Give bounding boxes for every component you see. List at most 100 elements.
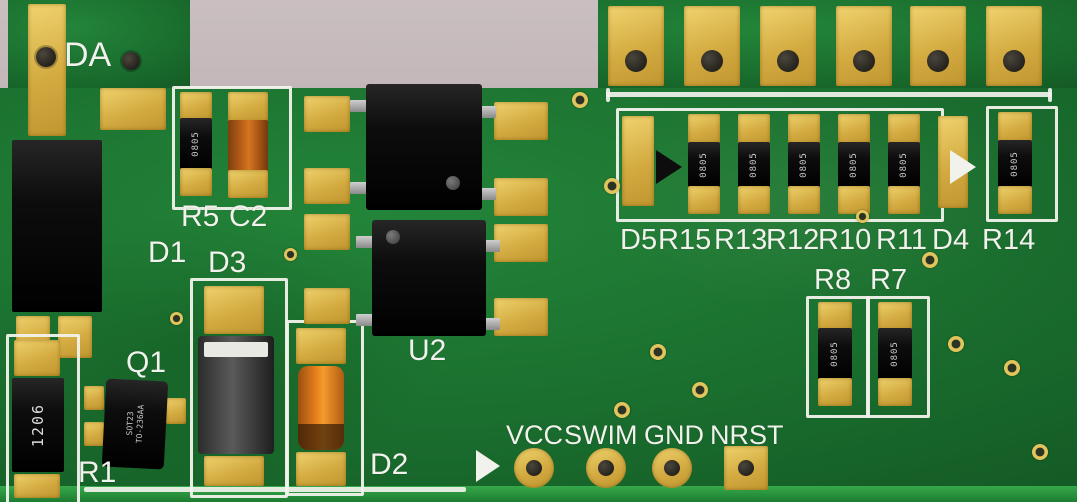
pad <box>838 186 870 214</box>
label-D3: D3 <box>208 246 247 279</box>
label-R10: R10 <box>818 224 872 256</box>
via <box>284 248 297 261</box>
via <box>922 252 938 268</box>
mounting-hole <box>36 47 56 67</box>
pad <box>14 474 60 498</box>
pad <box>204 456 264 486</box>
r15-marking: 0805 <box>699 152 709 178</box>
r13-marking: 0805 <box>749 152 759 178</box>
pad <box>180 92 212 120</box>
pad <box>818 378 852 406</box>
r11-marking: 0805 <box>899 152 909 178</box>
silkscreen-tick <box>1048 88 1052 102</box>
diode-cathode-band <box>204 342 268 357</box>
component-R12-body[interactable]: 0805 <box>788 142 820 188</box>
pad <box>738 186 770 214</box>
via <box>572 92 588 108</box>
component-C2-body[interactable] <box>228 120 268 172</box>
component-R7-body[interactable]: 0805 <box>878 328 912 380</box>
label-R7: R7 <box>870 264 908 296</box>
bottom-edge-highlight <box>84 487 466 492</box>
silkscreen-tick <box>606 88 610 102</box>
component-D4-marker[interactable] <box>950 150 976 184</box>
label-R12: R12 <box>766 224 820 256</box>
via <box>650 344 666 360</box>
pin1-dot <box>386 230 400 244</box>
label-R11: R11 <box>876 224 928 256</box>
r7-marking: 0805 <box>890 341 900 367</box>
pad <box>494 224 548 262</box>
component-R8-body[interactable]: 0805 <box>818 328 852 380</box>
pad <box>28 4 66 136</box>
mounting-hole <box>122 52 140 70</box>
pad-vcc <box>514 448 554 488</box>
silkscreen-box-R5C2 <box>172 86 292 210</box>
r10-marking: 0805 <box>849 152 859 178</box>
component-R5-body[interactable]: 0805 <box>180 118 212 170</box>
component-lead <box>482 240 500 252</box>
label-D2: D2 <box>370 448 409 481</box>
pad <box>304 168 350 204</box>
capacitor-band <box>298 424 344 450</box>
component-D2-body[interactable] <box>298 366 344 450</box>
pad <box>296 452 346 486</box>
component-R11-body[interactable]: 0805 <box>888 142 920 188</box>
pad <box>888 114 920 144</box>
pad <box>688 186 720 214</box>
label-D5: D5 <box>620 224 658 256</box>
label-U2: U2 <box>408 334 447 367</box>
component-R1-body[interactable]: 1206 <box>12 378 64 472</box>
q1-marking-line2: TO-236AA <box>134 404 146 444</box>
component-D1-body[interactable] <box>12 140 102 312</box>
label-D4: D4 <box>932 224 970 256</box>
component-R13-body[interactable]: 0805 <box>738 142 770 188</box>
component-lead <box>350 182 368 194</box>
pad <box>998 186 1032 214</box>
pad <box>738 114 770 144</box>
pad <box>494 298 548 336</box>
pad <box>608 6 664 86</box>
via <box>604 178 620 194</box>
label-R1: R1 <box>78 456 117 489</box>
label-Q1: Q1 <box>126 346 167 379</box>
via <box>170 312 183 325</box>
pad <box>788 114 820 144</box>
label-R8: R8 <box>814 264 852 296</box>
component-R15-body[interactable]: 0805 <box>688 142 720 188</box>
pad <box>888 186 920 214</box>
r5-marking: 0805 <box>191 131 201 157</box>
pad <box>998 112 1032 142</box>
via <box>614 402 630 418</box>
silkscreen-box-R14 <box>986 106 1058 222</box>
silkscreen-box-R1 <box>6 334 80 502</box>
pad-gnd <box>652 448 692 488</box>
pad <box>622 116 654 206</box>
pad <box>84 422 104 446</box>
pad <box>14 340 60 376</box>
pad <box>688 114 720 144</box>
pad <box>100 88 166 130</box>
pin1-arrow <box>476 450 500 482</box>
pad <box>204 286 264 334</box>
r12-marking: 0805 <box>799 152 809 178</box>
component-lead <box>350 100 368 112</box>
pad <box>304 96 350 132</box>
component-lead <box>356 314 374 326</box>
pad <box>788 186 820 214</box>
pad <box>84 386 104 410</box>
component-R10-body[interactable]: 0805 <box>838 142 870 188</box>
via <box>1032 444 1048 460</box>
component-D5-body[interactable] <box>656 150 682 184</box>
label-GND: GND <box>644 420 704 450</box>
component-U2-upper-body[interactable] <box>366 84 482 210</box>
pad <box>296 328 346 364</box>
via <box>1004 360 1020 376</box>
pad <box>836 6 892 86</box>
r8-marking: 0805 <box>830 341 840 367</box>
pad <box>838 114 870 144</box>
component-R14-body[interactable]: 0805 <box>998 140 1032 188</box>
component-lead <box>356 236 374 248</box>
label-DA: DA <box>64 36 112 74</box>
pad <box>58 316 92 358</box>
